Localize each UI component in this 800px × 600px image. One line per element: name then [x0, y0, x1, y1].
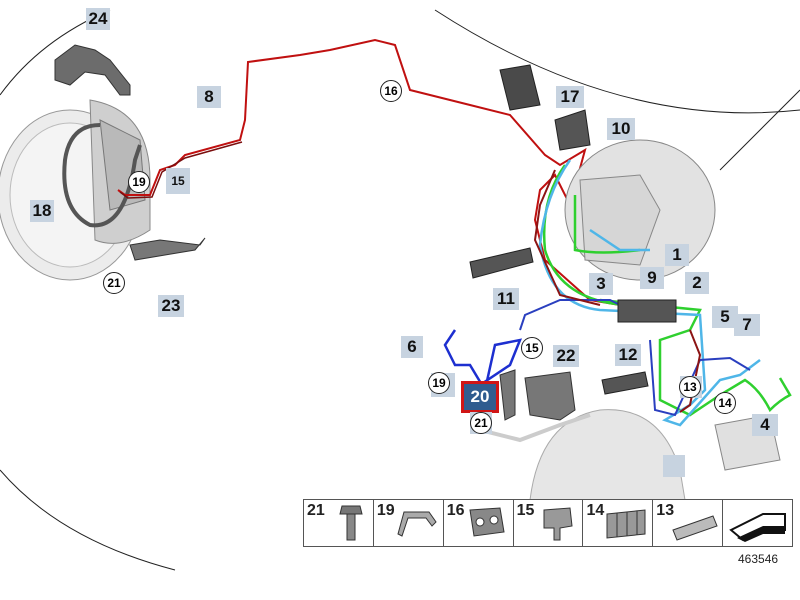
pipe-holder-12 [601, 371, 649, 395]
callout-24[interactable]: 24 [86, 8, 110, 30]
rear-brake-disc [529, 409, 686, 501]
circle-21a[interactable]: 21 [103, 272, 125, 294]
callout-8[interactable]: 8 [197, 86, 221, 108]
callout-9[interactable]: 9 [640, 267, 664, 289]
tray-item-arrow[interactable] [723, 500, 792, 546]
callout-23[interactable]: 23 [158, 295, 184, 317]
tray-label: 16 [446, 502, 465, 519]
callout-2[interactable]: 2 [685, 272, 709, 294]
tray-label: 13 [656, 502, 675, 519]
hydraulic-unit-10 [554, 109, 591, 151]
pipe-clip-block-9 [617, 299, 677, 323]
vehicle-outline-bottom [0, 469, 176, 571]
pipe-holder-strip-icon [672, 515, 718, 541]
double-pipe-clip-icon [469, 507, 505, 537]
arrow-icon [729, 513, 787, 542]
callout-15a[interactable]: 15 [166, 168, 190, 194]
circle-15b[interactable]: 15 [521, 337, 543, 359]
bracket-22 [499, 369, 576, 421]
circle-21b[interactable]: 21 [470, 412, 492, 434]
tray-label: 15 [516, 502, 535, 519]
callout-6[interactable]: 6 [401, 336, 423, 358]
brake-booster [564, 139, 716, 281]
callout-4[interactable]: 4 [752, 414, 778, 436]
tray-label: 14 [586, 502, 605, 519]
tray-item-14[interactable]: 14 [583, 500, 654, 546]
tray-item-21[interactable]: 21 [304, 500, 374, 546]
callout-22[interactable]: 22 [553, 345, 579, 367]
callout-18[interactable]: 18 [30, 200, 54, 222]
circle-19b[interactable]: 19 [428, 372, 450, 394]
callout-blank[interactable] [663, 455, 685, 477]
tray-label: 19 [376, 502, 395, 519]
triple-pipe-clip-icon [606, 509, 646, 539]
parts-tray: 21 19 16 15 14 13 [303, 499, 793, 547]
circle-19a[interactable]: 19 [128, 171, 150, 193]
tray-item-15[interactable]: 15 [514, 500, 584, 546]
tray-item-13[interactable]: 13 [653, 500, 724, 546]
brake-hose-18 [62, 123, 142, 228]
callout-10[interactable]: 10 [607, 118, 635, 140]
callout-12[interactable]: 12 [615, 344, 641, 366]
control-unit-17 [499, 64, 541, 111]
vehicle-outline-right [719, 89, 800, 171]
pipe-holder-11 [469, 247, 534, 279]
callout-20-selected[interactable]: 20 [461, 381, 499, 413]
callout-5[interactable]: 5 [712, 306, 738, 328]
bracket-24 [54, 44, 131, 96]
callout-11[interactable]: 11 [493, 288, 519, 310]
single-pipe-clip-icon [543, 507, 573, 541]
brake-pipe-6-blue [443, 329, 523, 396]
circle-14[interactable]: 14 [714, 392, 736, 414]
circle-16[interactable]: 16 [380, 80, 402, 102]
bracket-23 [129, 237, 206, 261]
tray-item-19[interactable]: 19 [374, 500, 444, 546]
vehicle-outline-top [434, 9, 800, 114]
brake-pipe-8-dark [119, 141, 243, 199]
spring-clip-icon [397, 511, 437, 537]
tray-label: 21 [307, 502, 325, 519]
callout-1[interactable]: 1 [665, 244, 689, 266]
callout-7[interactable]: 7 [734, 314, 760, 336]
callout-3[interactable]: 3 [589, 273, 613, 295]
circle-13[interactable]: 13 [679, 376, 701, 398]
tray-item-16[interactable]: 16 [444, 500, 514, 546]
reference-number: 463546 [738, 552, 779, 566]
callout-17[interactable]: 17 [556, 86, 584, 108]
bolt-icon [339, 505, 363, 541]
